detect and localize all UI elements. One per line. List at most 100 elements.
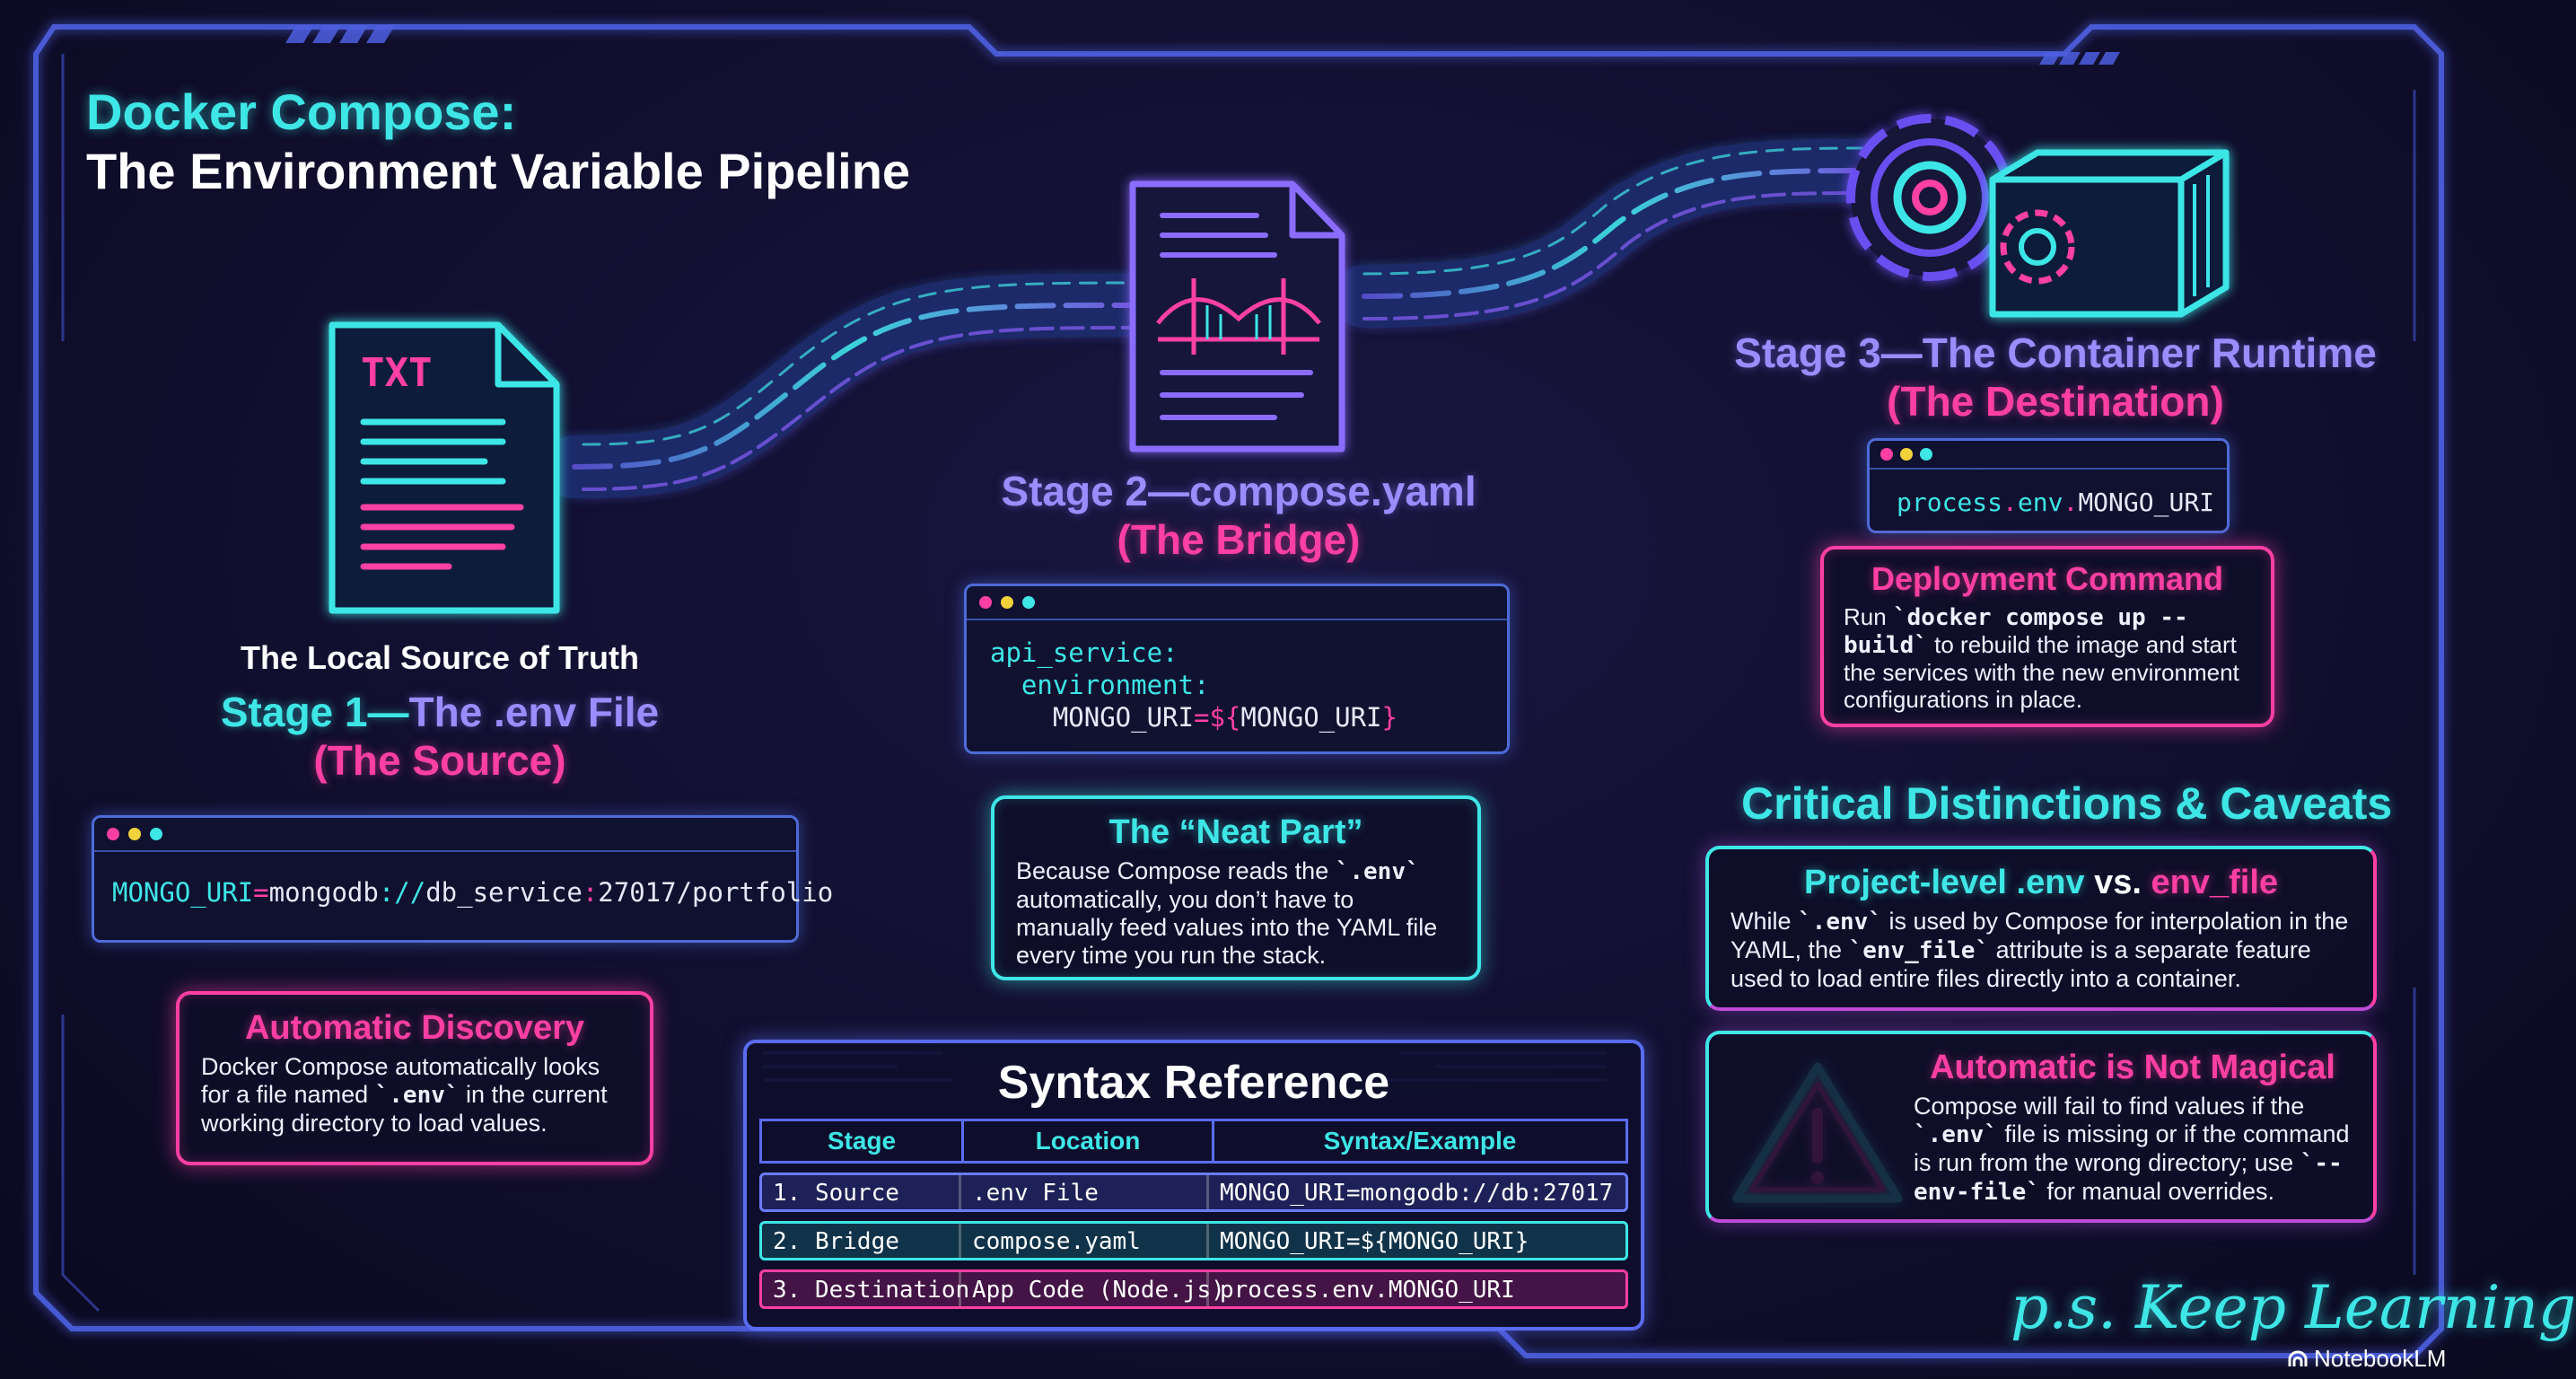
code-token: 27017/portfolio xyxy=(598,877,834,908)
page-title-line1: Docker Compose: xyxy=(86,83,517,140)
background-decoration xyxy=(33,24,2444,1358)
window-dot-red xyxy=(1880,448,1893,461)
keep-learning-signoff: p.s. Keep Learning xyxy=(2011,1273,2576,1342)
brand-label: NotebookLM xyxy=(2314,1345,2447,1372)
table-row: 2. Bridge compose.yaml MONGO_URI=${MONGO… xyxy=(759,1221,1628,1260)
stage3-code-line: process.env.MONGO_URI xyxy=(1870,470,2227,517)
pipeline-pipes xyxy=(543,139,1898,498)
card-text-part: to rebuild the image and start the servi… xyxy=(1844,631,2239,713)
inner-frame xyxy=(61,54,2416,1313)
code-token: MONGO_URI xyxy=(990,702,1194,733)
card-text-part: Compose will fail to find values if the xyxy=(1914,1093,2305,1120)
card-text-part: Docker Compose automatically looks for a… xyxy=(201,1053,600,1108)
code-token: env xyxy=(2017,487,2063,517)
terminal-titlebar xyxy=(1870,441,2227,470)
table-row: 1. Source .env File MONGO_URI=mongodb://… xyxy=(759,1173,1628,1212)
terminal-titlebar xyxy=(967,586,1507,620)
stage1-role: (The Source) xyxy=(313,737,566,784)
stage1-subtitle: The Local Source of Truth xyxy=(240,639,640,676)
code-line: environment: xyxy=(990,670,1210,700)
syntax-reference-panel: Syntax Reference Stage Location Syntax/E… xyxy=(743,1040,1644,1331)
table-cell: App Code (Node.js) xyxy=(961,1272,1225,1306)
card-title: Project-level .env vs. env_file xyxy=(1730,864,2352,902)
page-title-line2: The Environment Variable Pipeline xyxy=(86,143,911,199)
inline-code: `.env` xyxy=(1335,858,1420,885)
inline-code: `.env` xyxy=(1914,1121,1998,1148)
table-cell: 1. Source xyxy=(762,1175,961,1209)
column-header-syntax: Syntax/Example xyxy=(1323,1127,1517,1155)
card-title-part: Project-level .env xyxy=(1803,864,2095,901)
column-header-location: Location xyxy=(964,1121,1214,1161)
window-dot-cyan xyxy=(1022,596,1035,609)
card-text: Docker Compose automatically looks for a… xyxy=(201,1053,628,1137)
table-row: 3. Destination App Code (Node.js) proces… xyxy=(759,1269,1628,1309)
stage2-heading: Stage 2—compose.yaml xyxy=(1001,468,1476,514)
window-dot-red xyxy=(979,596,992,609)
code-token: =${ xyxy=(1193,702,1241,733)
yaml-bridge-file-icon xyxy=(1129,180,1345,452)
notebooklm-logo-icon xyxy=(2287,1350,2309,1368)
card-text-part: While xyxy=(1730,908,1799,935)
gear-icon xyxy=(1846,114,2013,281)
code-token: MONGO_URI xyxy=(112,877,254,908)
card-text-part: file is missing or if the command is run… xyxy=(1914,1120,2350,1176)
stage1-heading: Stage 1—The .env File xyxy=(144,688,736,736)
stage2-code-block: api_service: environment: MONGO_URI=${MO… xyxy=(967,620,1507,733)
table-cell: 3. Destination xyxy=(762,1272,969,1306)
stage1-code-panel: MONGO_URI=mongodb://db_service:27017/por… xyxy=(92,815,833,943)
code-line: api_service: xyxy=(990,637,1178,668)
card-title: Deployment Command xyxy=(1871,560,2224,597)
window-dot-yellow xyxy=(1001,596,1013,609)
code-token: : xyxy=(582,877,599,908)
frame-stripes xyxy=(285,25,2120,65)
card-title-part: vs. xyxy=(2094,864,2142,901)
window-dot-cyan xyxy=(150,828,162,840)
code-token: mongodb xyxy=(268,877,379,908)
stage1-code-line: MONGO_URI=mongodb://db_service:27017/por… xyxy=(94,852,833,908)
code-token: :// xyxy=(378,877,426,908)
inline-code: `--env-file` xyxy=(1914,1150,2343,1206)
card-title: The “Neat Part” xyxy=(1108,813,1363,851)
inline-code: `docker compose up --build` xyxy=(1844,604,2188,659)
card-text-part: in the current working directory to load… xyxy=(201,1081,608,1137)
stage3-code-panel: process.env.MONGO_URI xyxy=(1867,438,2230,533)
auto-discovery-card: Automatic Discovery Docker Compose autom… xyxy=(176,991,653,1165)
project-level-env-card: Project-level .env vs. env_file While `.… xyxy=(1705,846,2377,1011)
card-text-part: is used by Compose for interpolation in … xyxy=(1730,908,2349,963)
code-token: MONGO_URI xyxy=(2078,487,2215,517)
txt-file-icon xyxy=(329,321,560,614)
code-token: db_service xyxy=(425,877,583,908)
outer-frame xyxy=(33,24,2444,1358)
deployment-command-card: Deployment Command Run `docker compose u… xyxy=(1820,546,2274,727)
notebooklm-brand: NotebookLM xyxy=(2287,1345,2446,1373)
code-token: MONGO_URI xyxy=(1240,702,1382,733)
stage1-heading-rest: The .env File xyxy=(408,689,660,735)
stage3-heading: Stage 3—The Container Runtime xyxy=(1734,329,2377,376)
neat-part-card: The “Neat Part” Because Compose reads th… xyxy=(991,795,1481,980)
terminal-titlebar xyxy=(94,818,796,852)
card-text-part: automatically, you don’t have to manuall… xyxy=(1016,886,1438,969)
window-dot-cyan xyxy=(1920,448,1932,461)
code-token: process xyxy=(1897,487,2003,517)
code-token: . xyxy=(2002,487,2018,517)
inline-code: `.env` xyxy=(1798,909,1882,935)
syntax-table-header: Stage Location Syntax/Example xyxy=(759,1119,1628,1164)
inline-code: `env_file` xyxy=(1848,937,1990,964)
window-dot-red xyxy=(107,828,119,840)
card-text-part: attribute is a separate feature used to … xyxy=(1730,936,2311,992)
syntax-reference-title: Syntax Reference xyxy=(997,1057,1390,1109)
code-token: . xyxy=(2063,487,2079,517)
card-title: Automatic is Not Magical xyxy=(1930,1049,2335,1086)
table-cell: .env File xyxy=(961,1175,1209,1209)
card-title-part: env_file xyxy=(2141,864,2279,901)
table-cell: 2. Bridge xyxy=(762,1224,961,1258)
card-text: Compose will fail to find values if the … xyxy=(1914,1093,2352,1207)
card-text-part: Run xyxy=(1844,603,1893,630)
critical-distinctions-heading: Critical Distinctions & Caveats xyxy=(1741,778,2393,829)
txt-icon-label: TXT xyxy=(361,350,433,396)
not-magical-card: Automatic is Not Magical Compose will fa… xyxy=(1705,1031,2377,1223)
table-cell: MONGO_URI=${MONGO_URI} xyxy=(1220,1228,1529,1255)
inline-code: `.env` xyxy=(374,1082,460,1109)
stage2-role: (The Bridge) xyxy=(1117,516,1361,563)
code-token: = xyxy=(253,877,269,908)
